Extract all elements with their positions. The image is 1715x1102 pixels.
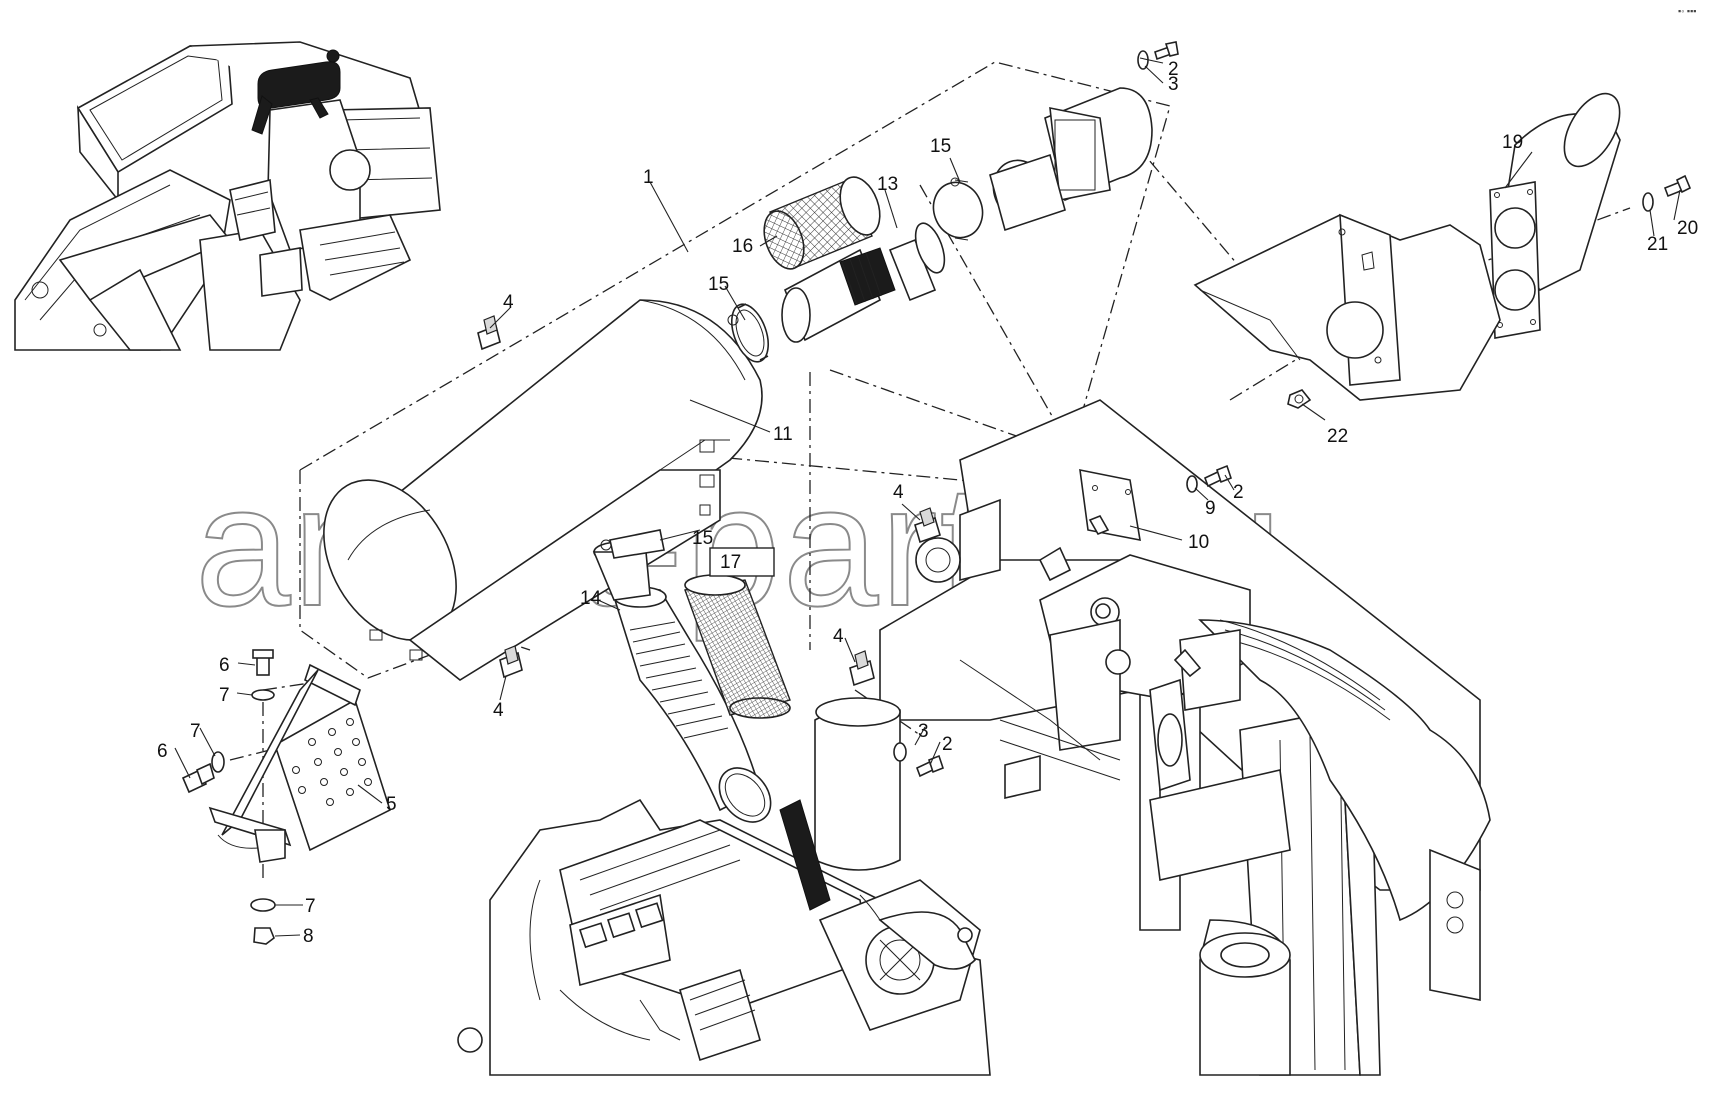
callout-16: 16 (732, 236, 753, 257)
callout-6-left: 6 (157, 741, 168, 762)
heat-shield-cover (1193, 213, 1501, 401)
callout-4-bottom: 4 (493, 700, 504, 721)
fasteners-middle (893, 464, 1232, 778)
callout-4-center: 4 (893, 482, 904, 503)
callout-15-top: 15 (930, 136, 951, 157)
machine-overview-inset (14, 41, 441, 351)
callout-8: 8 (303, 926, 314, 947)
mounting-bracket-plate (181, 649, 391, 945)
callout-17-box (709, 547, 775, 577)
callout-15-left: 15 (708, 274, 729, 295)
callout-2-top: 2 (1168, 59, 1179, 80)
callout-7-bottom: 7 (305, 896, 316, 917)
exhaust-tube-assembly (727, 222, 946, 363)
callout-21: 21 (1647, 234, 1668, 255)
nut-22 (1287, 389, 1312, 409)
callout-4-right: 4 (833, 626, 844, 647)
engine-block (457, 798, 991, 1076)
callout-14: 14 (580, 588, 602, 609)
muffler-cylinder (323, 299, 763, 681)
callout-7-left: 7 (190, 721, 201, 742)
callout-2-mid: 2 (1233, 482, 1244, 503)
callout-10: 10 (1188, 532, 1209, 553)
tailpipe-flange-section (932, 87, 1153, 241)
fasteners-top (1137, 41, 1692, 212)
exhaust-stack-pipe (1489, 92, 1621, 339)
callout-labels: 1 2 3 15 13 16 15 4 11 19 20 21 22 4 9 2… (157, 59, 1698, 947)
callout-3-bottom: 3 (918, 721, 929, 742)
leader-lines (174, 57, 1681, 937)
callout-3-top: 3 (1168, 74, 1179, 95)
mesh-filter-cylinder (763, 176, 881, 270)
callout-15-mid: 15 (692, 528, 713, 549)
callout-7-top: 7 (219, 685, 230, 706)
callout-4-left: 4 (503, 292, 514, 313)
callout-13: 13 (877, 174, 898, 195)
corner-mark: ▪◦ ▪▪▪ (1678, 6, 1696, 16)
plate-holes (292, 718, 372, 806)
callout-22: 22 (1327, 426, 1348, 447)
callout-19: 19 (1502, 132, 1523, 153)
callout-5: 5 (386, 794, 397, 815)
callout-17: 17 (720, 552, 741, 573)
intake-hose-assembly (592, 529, 791, 823)
callout-2-bottom: 2 (942, 734, 953, 755)
callout-1: 1 (643, 167, 654, 188)
callout-6-top: 6 (219, 655, 230, 676)
callout-20: 20 (1677, 218, 1698, 239)
callout-11: 11 (773, 424, 793, 445)
callout-9: 9 (1205, 498, 1216, 519)
clip-clamps (477, 315, 941, 687)
radiator-frame-assembly (814, 399, 1491, 1076)
